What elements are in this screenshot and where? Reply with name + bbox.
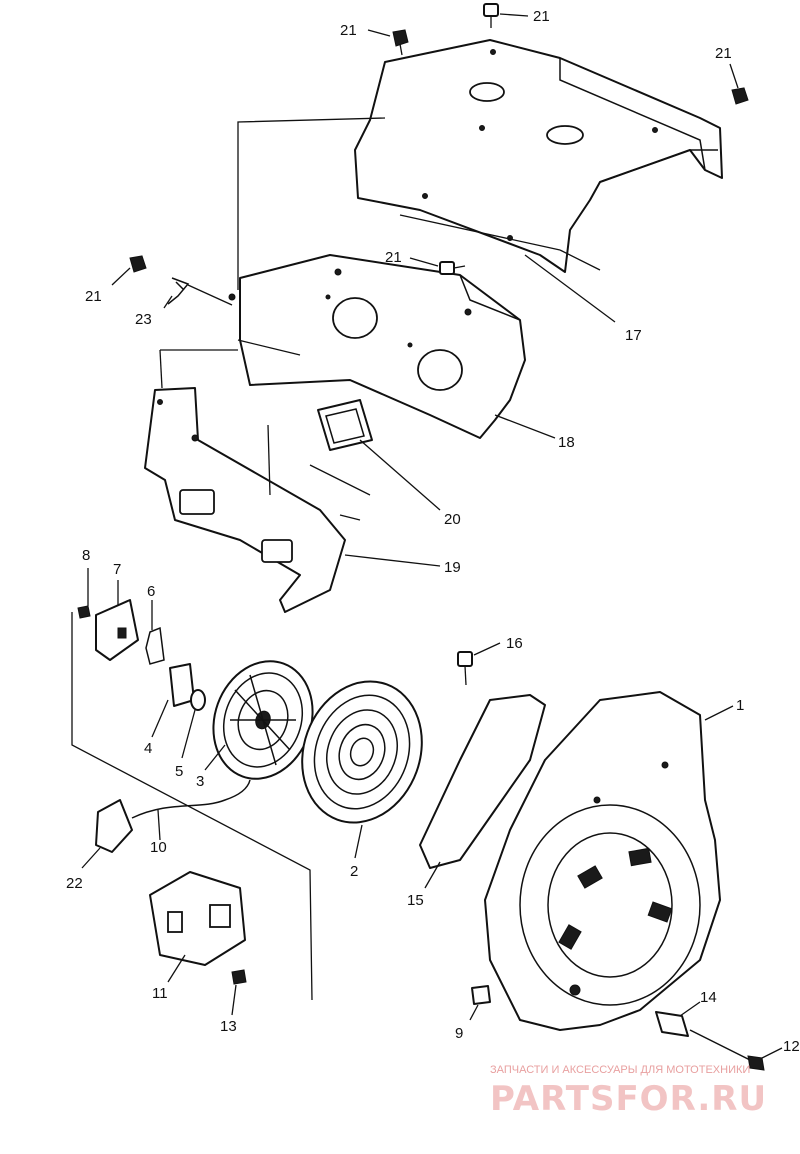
upper-cover-part-17 — [354, 39, 723, 273]
callout-1: 1 — [736, 697, 744, 714]
callout-16: 16 — [506, 635, 523, 652]
bolt-13-icon — [231, 969, 247, 985]
nut-8-icon — [77, 605, 91, 619]
callout-3: 3 — [196, 773, 204, 790]
callout-21-top-left: 21 — [340, 22, 357, 39]
bolt-21-right-icon — [731, 87, 749, 105]
callout-4: 4 — [144, 740, 152, 757]
callout-21-middle: 21 — [385, 249, 402, 266]
callout-23: 23 — [135, 311, 152, 328]
callout-15: 15 — [407, 892, 424, 909]
callout-2: 2 — [350, 863, 358, 880]
callout-8: 8 — [82, 547, 90, 564]
watermark-tagline: ЗАПЧАСТИ И АКСЕССУАРЫ ДЛЯ МОТОТЕХНИКИ — [490, 1064, 750, 1076]
callout-20: 20 — [444, 511, 461, 528]
callout-19: 19 — [444, 559, 461, 576]
callout-21-left: 21 — [85, 288, 102, 305]
friction-spring-part-6 — [145, 626, 165, 665]
callout-9: 9 — [455, 1025, 463, 1042]
bolt-9-icon — [471, 985, 491, 1005]
spring-23-icon — [167, 277, 190, 305]
callout-13: 13 — [220, 1018, 237, 1035]
clip-part-14 — [655, 1011, 689, 1037]
callout-labels: 21 21 21 21 21 23 17 18 20 19 8 7 6 4 5 … — [66, 8, 800, 1055]
starter-handle-part-22 — [95, 799, 133, 853]
gasket-part-20 — [317, 399, 373, 451]
bolt-12-icon — [689, 1029, 765, 1071]
callout-17: 17 — [625, 327, 642, 344]
recoil-spring-part-2 — [301, 680, 423, 824]
shroud-plate-part-18 — [228, 254, 526, 439]
spring-part-5 — [190, 689, 206, 711]
callout-14: 14 — [700, 989, 717, 1006]
bolt-21-top-icon — [483, 3, 499, 28]
callout-5: 5 — [175, 763, 183, 780]
callout-21-right: 21 — [715, 45, 732, 62]
watermark: ЗАПЧАСТИ И АКСЕССУАРЫ ДЛЯ МОТОТЕХНИКИ PA… — [490, 1064, 767, 1119]
bolt-21-left-icon — [129, 255, 147, 273]
bracket-part-19 — [144, 387, 346, 613]
starter-pulley-part-3 — [212, 660, 314, 780]
bolt-16-icon — [457, 651, 473, 686]
callout-11: 11 — [152, 985, 168, 1002]
callout-6: 6 — [147, 583, 155, 600]
starter-rope-part-10 — [131, 779, 251, 819]
bolt-21-top-left-icon — [392, 29, 409, 56]
callout-10: 10 — [150, 839, 167, 856]
watermark-brand: PARTSFOR.RU — [490, 1079, 767, 1119]
callout-7: 7 — [113, 561, 121, 578]
fan-housing-part-1 — [484, 691, 721, 1031]
assembly-lines — [71, 117, 601, 1001]
leader-lines — [81, 13, 783, 1059]
starter-cup-part-11 — [149, 871, 246, 966]
callout-18: 18 — [558, 434, 575, 451]
callout-22: 22 — [66, 875, 83, 892]
callout-21-top: 21 — [533, 8, 550, 25]
deflector-part-15 — [419, 694, 546, 869]
callout-12: 12 — [783, 1038, 800, 1055]
bolt-21-middle-icon — [439, 261, 466, 275]
cam-plate-part-7 — [95, 599, 139, 661]
